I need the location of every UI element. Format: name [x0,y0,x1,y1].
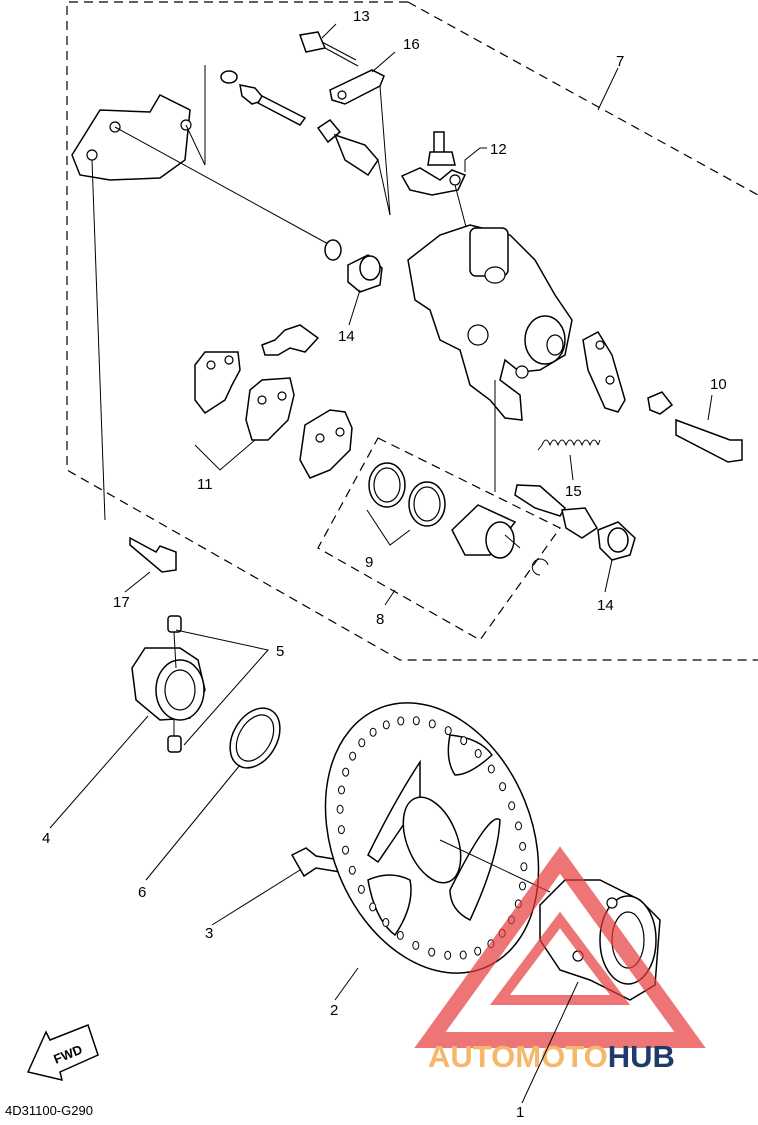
arm-plate [582,331,626,413]
piston-seals-9 [366,462,446,546]
disc-vent-hole [519,881,526,891]
fwd-arrow-icon: FWD [26,1024,99,1082]
disc-vent-hole [508,801,516,811]
label-part-13: 13 [353,8,370,25]
disc-vent-hole [336,804,344,814]
washer-nut [647,391,674,415]
set-screw-5-lower [167,720,182,753]
disc-vent-hole [397,716,405,726]
label-part-9: 9 [365,554,373,571]
slide-pin-upper [220,70,391,216]
pad-clip [261,324,320,356]
disc-vent-hole [459,950,467,960]
bolt-13 [298,31,359,67]
circlip [531,558,549,576]
boot-14-lower [597,521,636,561]
disc-vent-hole [396,930,404,940]
label-part-8: 8 [376,611,384,628]
label-part-15: 15 [565,483,582,500]
disc-vent-hole [337,825,345,835]
pads-leader [194,439,256,471]
lock-plate-16 [329,69,391,216]
label-part-16: 16 [403,36,420,53]
disc-vent-hole [487,764,495,774]
label-part-17: 17 [113,594,130,611]
label-part-7: 7 [616,53,624,70]
disc-vent-hole [382,918,390,927]
watermark-triangle [414,846,706,1048]
disc-vent-hole [342,767,350,777]
watermark-logo [414,846,706,1048]
label-part-2: 2 [330,1002,338,1019]
piston [451,504,521,559]
label-part-14-lower: 14 [597,597,614,614]
disc-vent-hole [412,716,420,726]
disc-vent-hole [428,947,436,957]
disc-vent-hole [428,719,436,729]
disc-vent-hole [499,782,507,792]
bolt-17 [129,536,177,573]
disc-vent-hole [369,902,377,912]
disc-vent-hole [474,749,482,758]
disc-vent-hole [357,884,365,894]
disc-vent-hole [358,738,366,748]
caliper-body [407,224,573,492]
label-part-14-upper: 14 [338,328,355,345]
disc-vent-hole [349,751,357,761]
label-part-4: 4 [42,830,50,847]
disc-vent-hole [515,821,522,831]
bolt-10 [675,418,743,463]
brake-disc-2 [324,702,551,974]
boot-14-upper [347,254,383,293]
label-part-10: 10 [710,376,727,393]
label-part-12: 12 [490,141,507,158]
disc-vent-hole [382,720,390,730]
label-part-5: 5 [276,643,284,660]
disc-vent-hole [338,785,345,795]
watermark-hub: HUB [608,1039,675,1074]
label-part-11: 11 [197,476,213,493]
watermark-moto: MOTO [515,1039,607,1074]
seal-kit-boundary [317,437,561,641]
disc-vent-hole [460,736,468,746]
disc-vent-hole [474,946,482,956]
set-screw-5-upper [167,615,182,669]
washer-6 [229,707,281,769]
slide-pin-lower [514,484,599,539]
hub-sleeve-4 [131,647,206,721]
watermark-triangle-inner [490,911,630,1005]
disc-vent-hole [444,950,452,960]
diagram-code: 4D31100-G290 [5,1103,93,1118]
boot-washer-upper [324,239,342,261]
label-leaders [49,23,713,1104]
disc-vent-hole [342,845,349,855]
label-part-3: 3 [205,925,213,942]
caliper-assembly-boundary-edge [407,1,758,196]
caliper-assembly-boundary [66,1,758,661]
disc-vent-hole [369,727,377,737]
disc-vent-hole [519,841,527,851]
bleed-valve-12 [400,131,481,281]
caliper-bracket [71,65,331,521]
disc-vent-hole [444,726,452,736]
set-screw-leader [175,629,269,746]
watermark-text: AUTOMOTOHUB [428,1039,675,1074]
label-part-6: 6 [138,884,146,901]
disc-vent-hole [520,862,528,872]
watermark-auto: AUTO [428,1039,515,1074]
disc-vent-hole [348,865,356,875]
label-part-1: 1 [516,1104,524,1120]
spring-15 [537,439,601,451]
brake-pad-right [245,377,295,441]
pad-spring [299,409,353,479]
brake-pad-left [194,351,241,415]
disc-vent-hole [412,940,420,950]
